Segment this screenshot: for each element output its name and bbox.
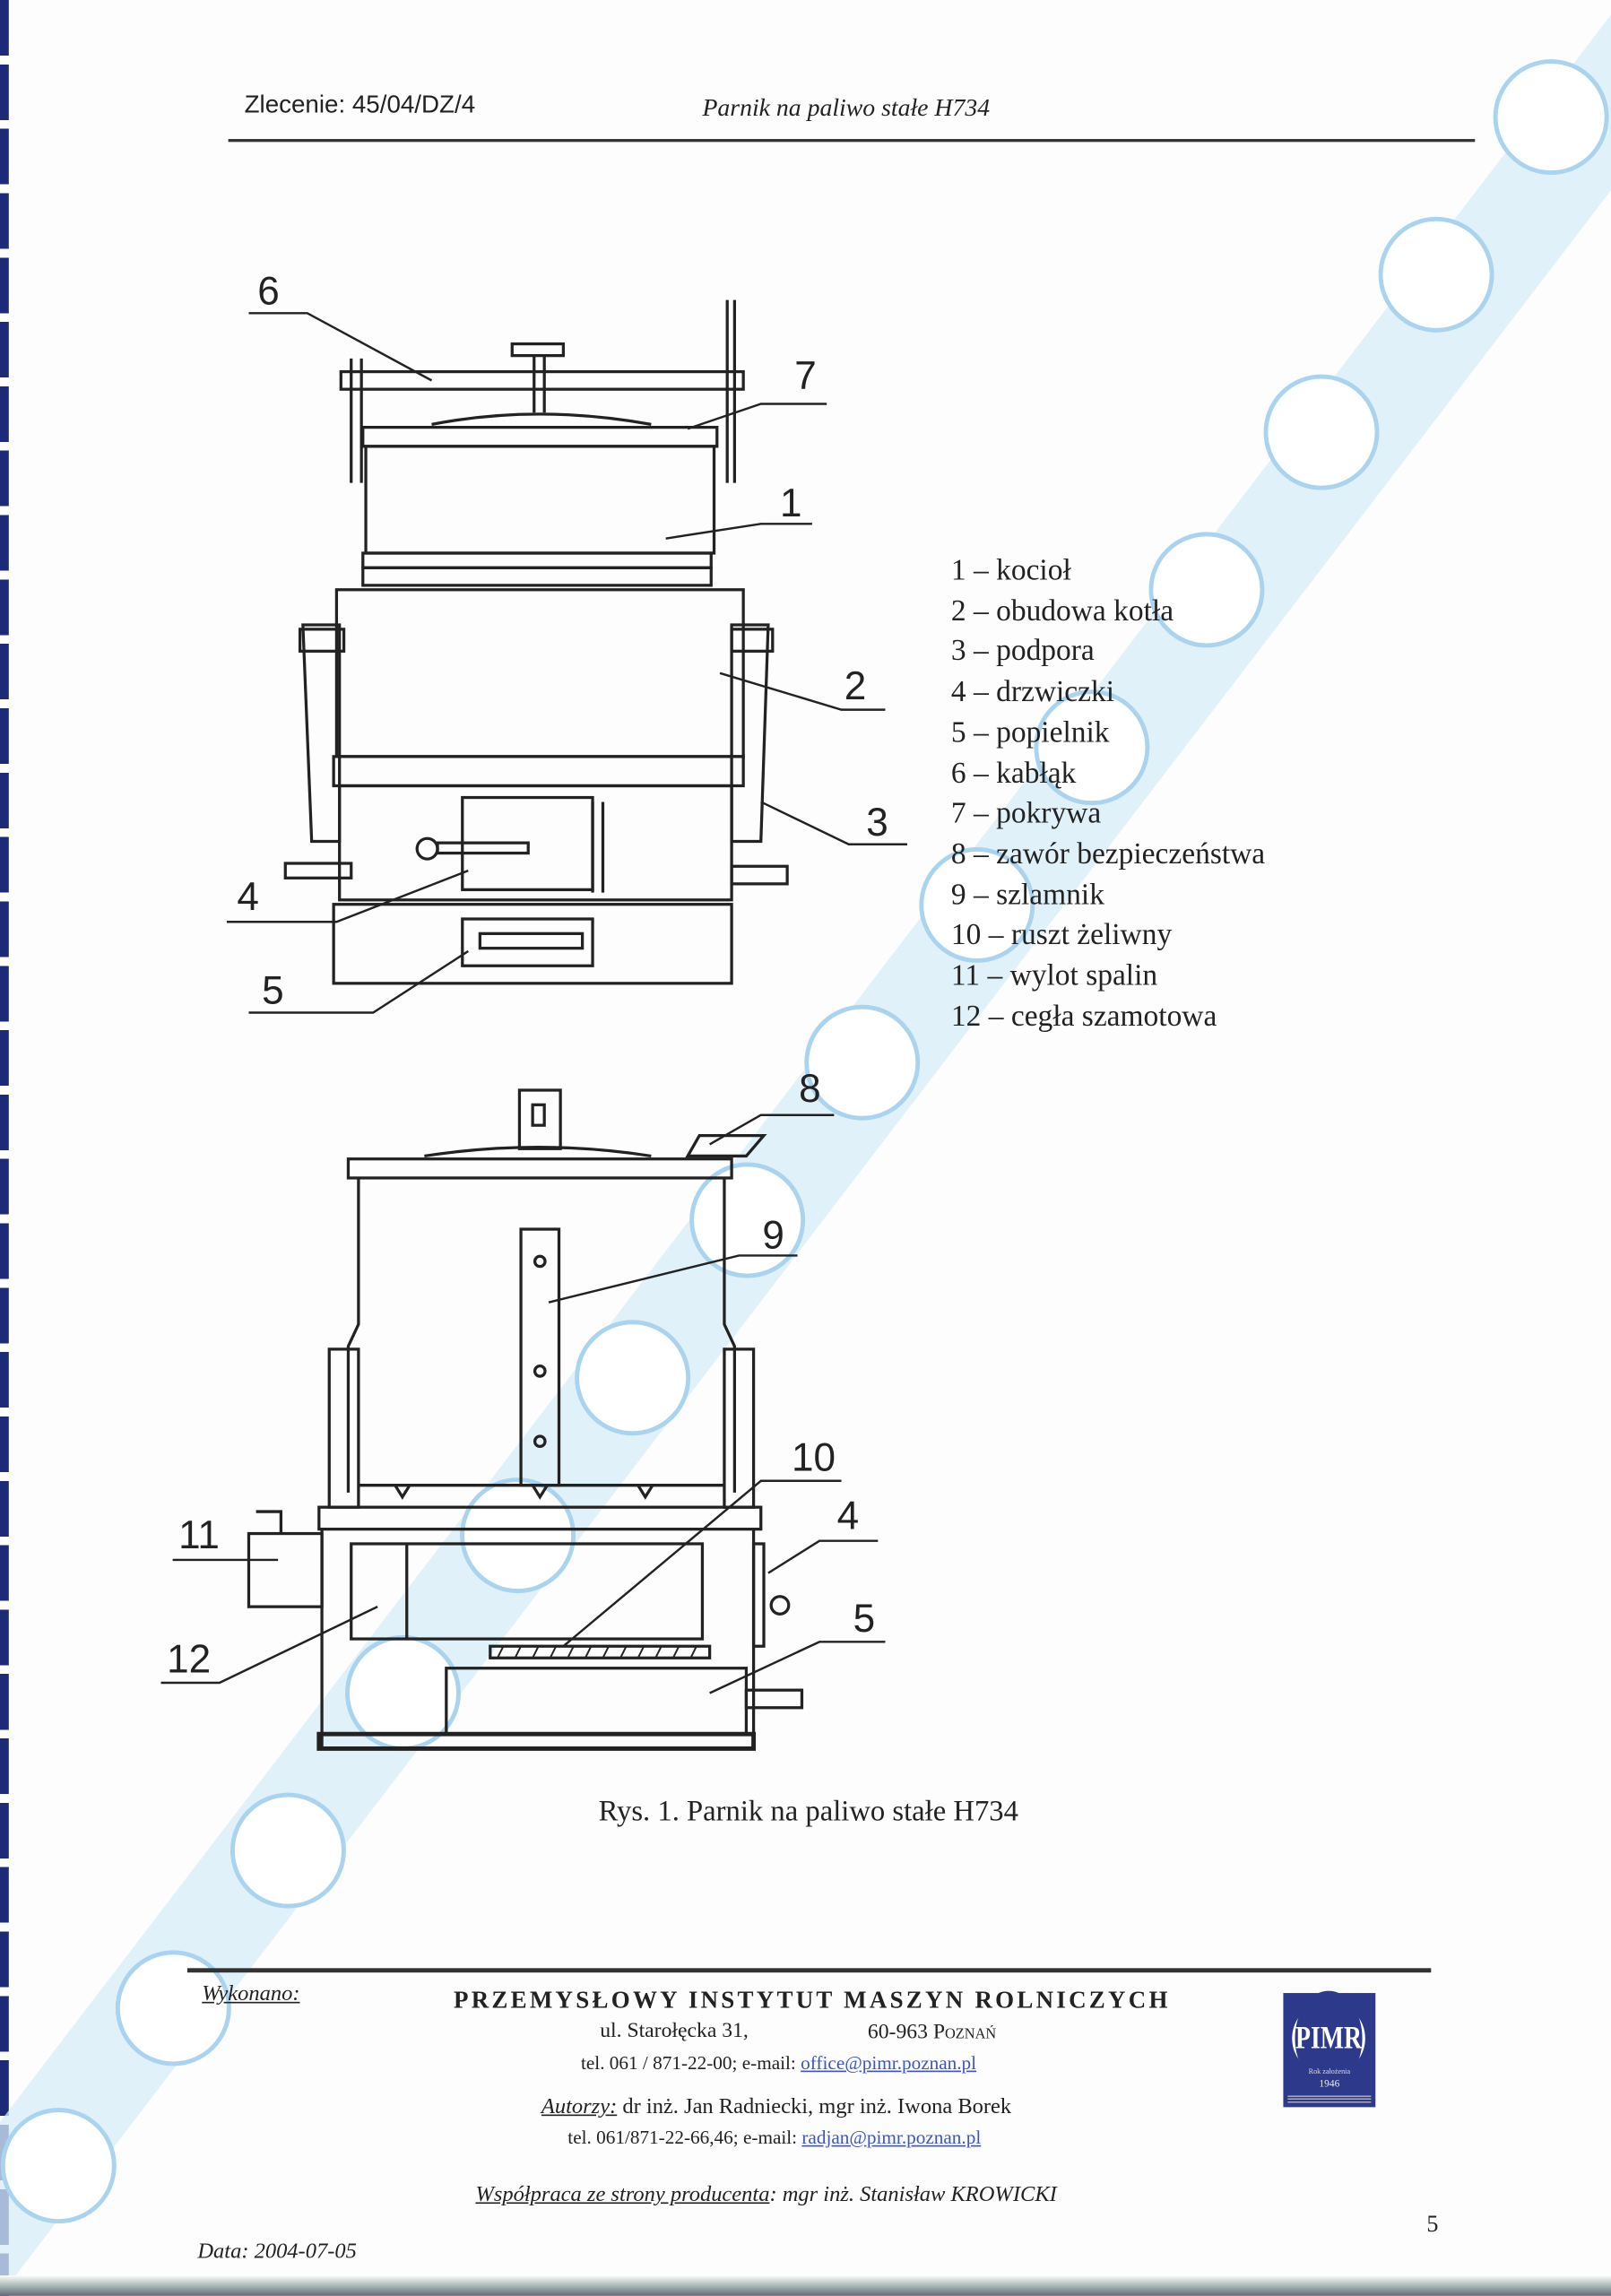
authors-phone: tel. 061/871-22-66,46; e-mail: [567,2126,802,2149]
legend-item: 12 – cegła szamotowa [950,1000,1217,1033]
footer-rule [186,1968,1432,1973]
legend-item: 5 – popielnik [950,716,1110,749]
institute-email-link[interactable]: office@pimr.poznan.pl [801,2051,977,2074]
scan-shadow [0,2275,1611,2296]
callout-4b: 4 [836,1494,860,1538]
made-by-label: Wykonano: [202,1982,300,2006]
callout-12: 12 [167,1637,212,1682]
callout-2: 2 [844,664,867,708]
document-title: Parnik na paliwo stałe H734 [702,93,991,122]
street-address: ul. Starołęcka 31, [600,2019,749,2043]
parts-legend: 1 – kocioł 2 – obudowa kotła 3 – podpora… [951,551,1265,1038]
watermark-seal [1034,689,1150,806]
callout-4: 4 [237,875,259,920]
legend-item: 9 – szlamnik [950,879,1104,912]
legend-item: 1 – kocioł [950,554,1071,587]
legend-item: 7 – pokrywa [950,797,1102,830]
authors: Autorzy: dr inż. Jan Radniecki, mgr inż.… [541,2095,1011,2120]
order-number: Zlecenie: 45/04/DZ/4 [244,91,476,119]
callout-5b: 5 [853,1596,876,1641]
legend-item: 4 – drzwiczki [950,676,1115,709]
watermark-seal [575,1320,691,1436]
coop-person: : mgr inż. Stanisław KROWICKI [769,2183,1057,2207]
legend-item: 6 – kabłąk [950,757,1077,790]
header-rule [228,139,1476,143]
date: Data: 2004-07-05 [197,2240,357,2265]
callout-3: 3 [866,800,888,845]
binding-edge [0,0,9,2296]
watermark-seal [1148,532,1265,648]
watermark-seal [689,1162,806,1278]
watermark-seal [0,2108,117,2224]
institute-phone: tel. 061 / 871-22-00; e-mail: [580,2051,801,2074]
callout-7: 7 [794,353,817,398]
callout-11: 11 [178,1512,220,1557]
callout-5: 5 [262,968,284,1013]
callout-10: 10 [792,1435,836,1480]
watermark-seal [1378,216,1494,333]
front-view [226,299,907,1014]
watermark-seal [1263,374,1380,490]
section-view [160,1088,886,1751]
callout-6: 6 [257,269,280,314]
institute-name: PRZEMYSŁOWY INSTYTUT MASZYN ROLNICZYCH [453,1985,1171,2014]
boiler [364,445,716,555]
institute-contact: tel. 061 / 871-22-00; e-mail: office@pim… [581,2051,976,2075]
producer-cooperation: Współpraca ze strony producenta: mgr inż… [475,2183,1056,2208]
legend-item: 2 – obudowa kotła [950,594,1174,628]
city-address: 60-963 Poznań [867,2021,997,2045]
casing [334,588,745,758]
pimr-logo: PIMR Rok założenia 1946 [1283,1990,1376,2108]
authors-names: dr inż. Jan Radniecki, mgr inż. Iwona Bo… [617,2095,1012,2119]
figure-caption: Rys. 1. Parnik na paliwo stałe H734 [598,1795,1018,1828]
coop-label: Współpraca ze strony producenta [475,2183,770,2207]
authors-email-link[interactable]: radjan@pimr.poznan.pl [801,2126,982,2149]
watermark-seal [115,1950,231,2066]
legend-item: 10 – ruszt żeliwny [950,919,1173,952]
watermark-seal [804,1004,921,1121]
legend-item: 3 – podpora [950,636,1095,668]
legend-item: 11 – wylot spalin [950,959,1158,992]
watermark-seal [230,1792,346,1909]
callout-8: 8 [799,1066,821,1111]
watermark-seal [919,846,1035,963]
watermark-seal [1493,59,1609,176]
page-number: 5 [1426,2212,1439,2238]
legend-item: 8 – zawór bezpieczeństwa [950,838,1266,871]
callout-1: 1 [779,481,802,525]
authors-label: Autorzy: [541,2095,618,2119]
authors-contact: tel. 061/871-22-66,46; e-mail: radjan@pi… [567,2127,981,2150]
ash-drawer [461,917,594,967]
callout-9: 9 [762,1213,784,1258]
